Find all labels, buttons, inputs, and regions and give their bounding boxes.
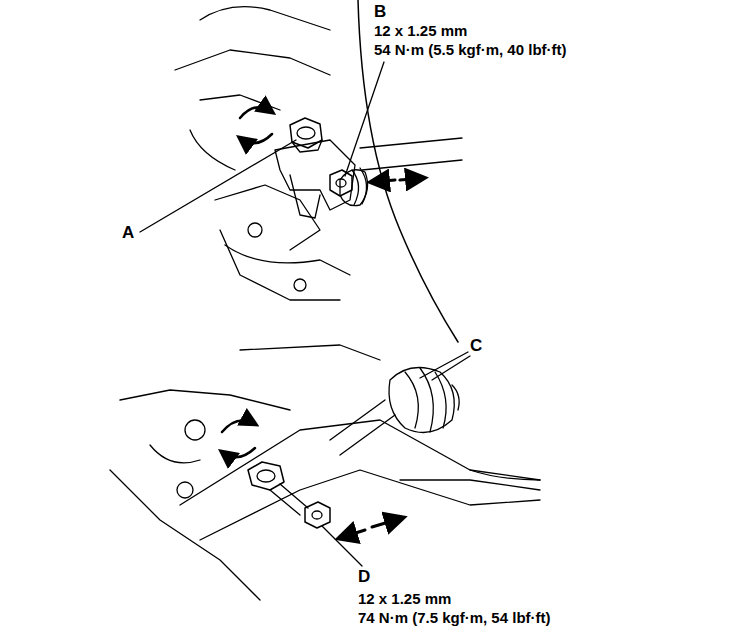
thread-size: 12 x 1.25 mm (358, 590, 451, 608)
torque-spec: 74 N·m (7.5 kgf·m, 54 lbf·ft) (358, 609, 551, 627)
callout-letter: C (470, 337, 482, 355)
lower-view (110, 345, 540, 600)
thread-size: 12 x 1.25 mm (374, 22, 467, 40)
callout-letter: A (122, 224, 134, 242)
callout-letter: D (358, 568, 370, 586)
torque-spec: 54 N·m (5.5 kgf·m, 40 lbf·ft) (374, 41, 567, 59)
callout-letter: B (374, 3, 386, 21)
